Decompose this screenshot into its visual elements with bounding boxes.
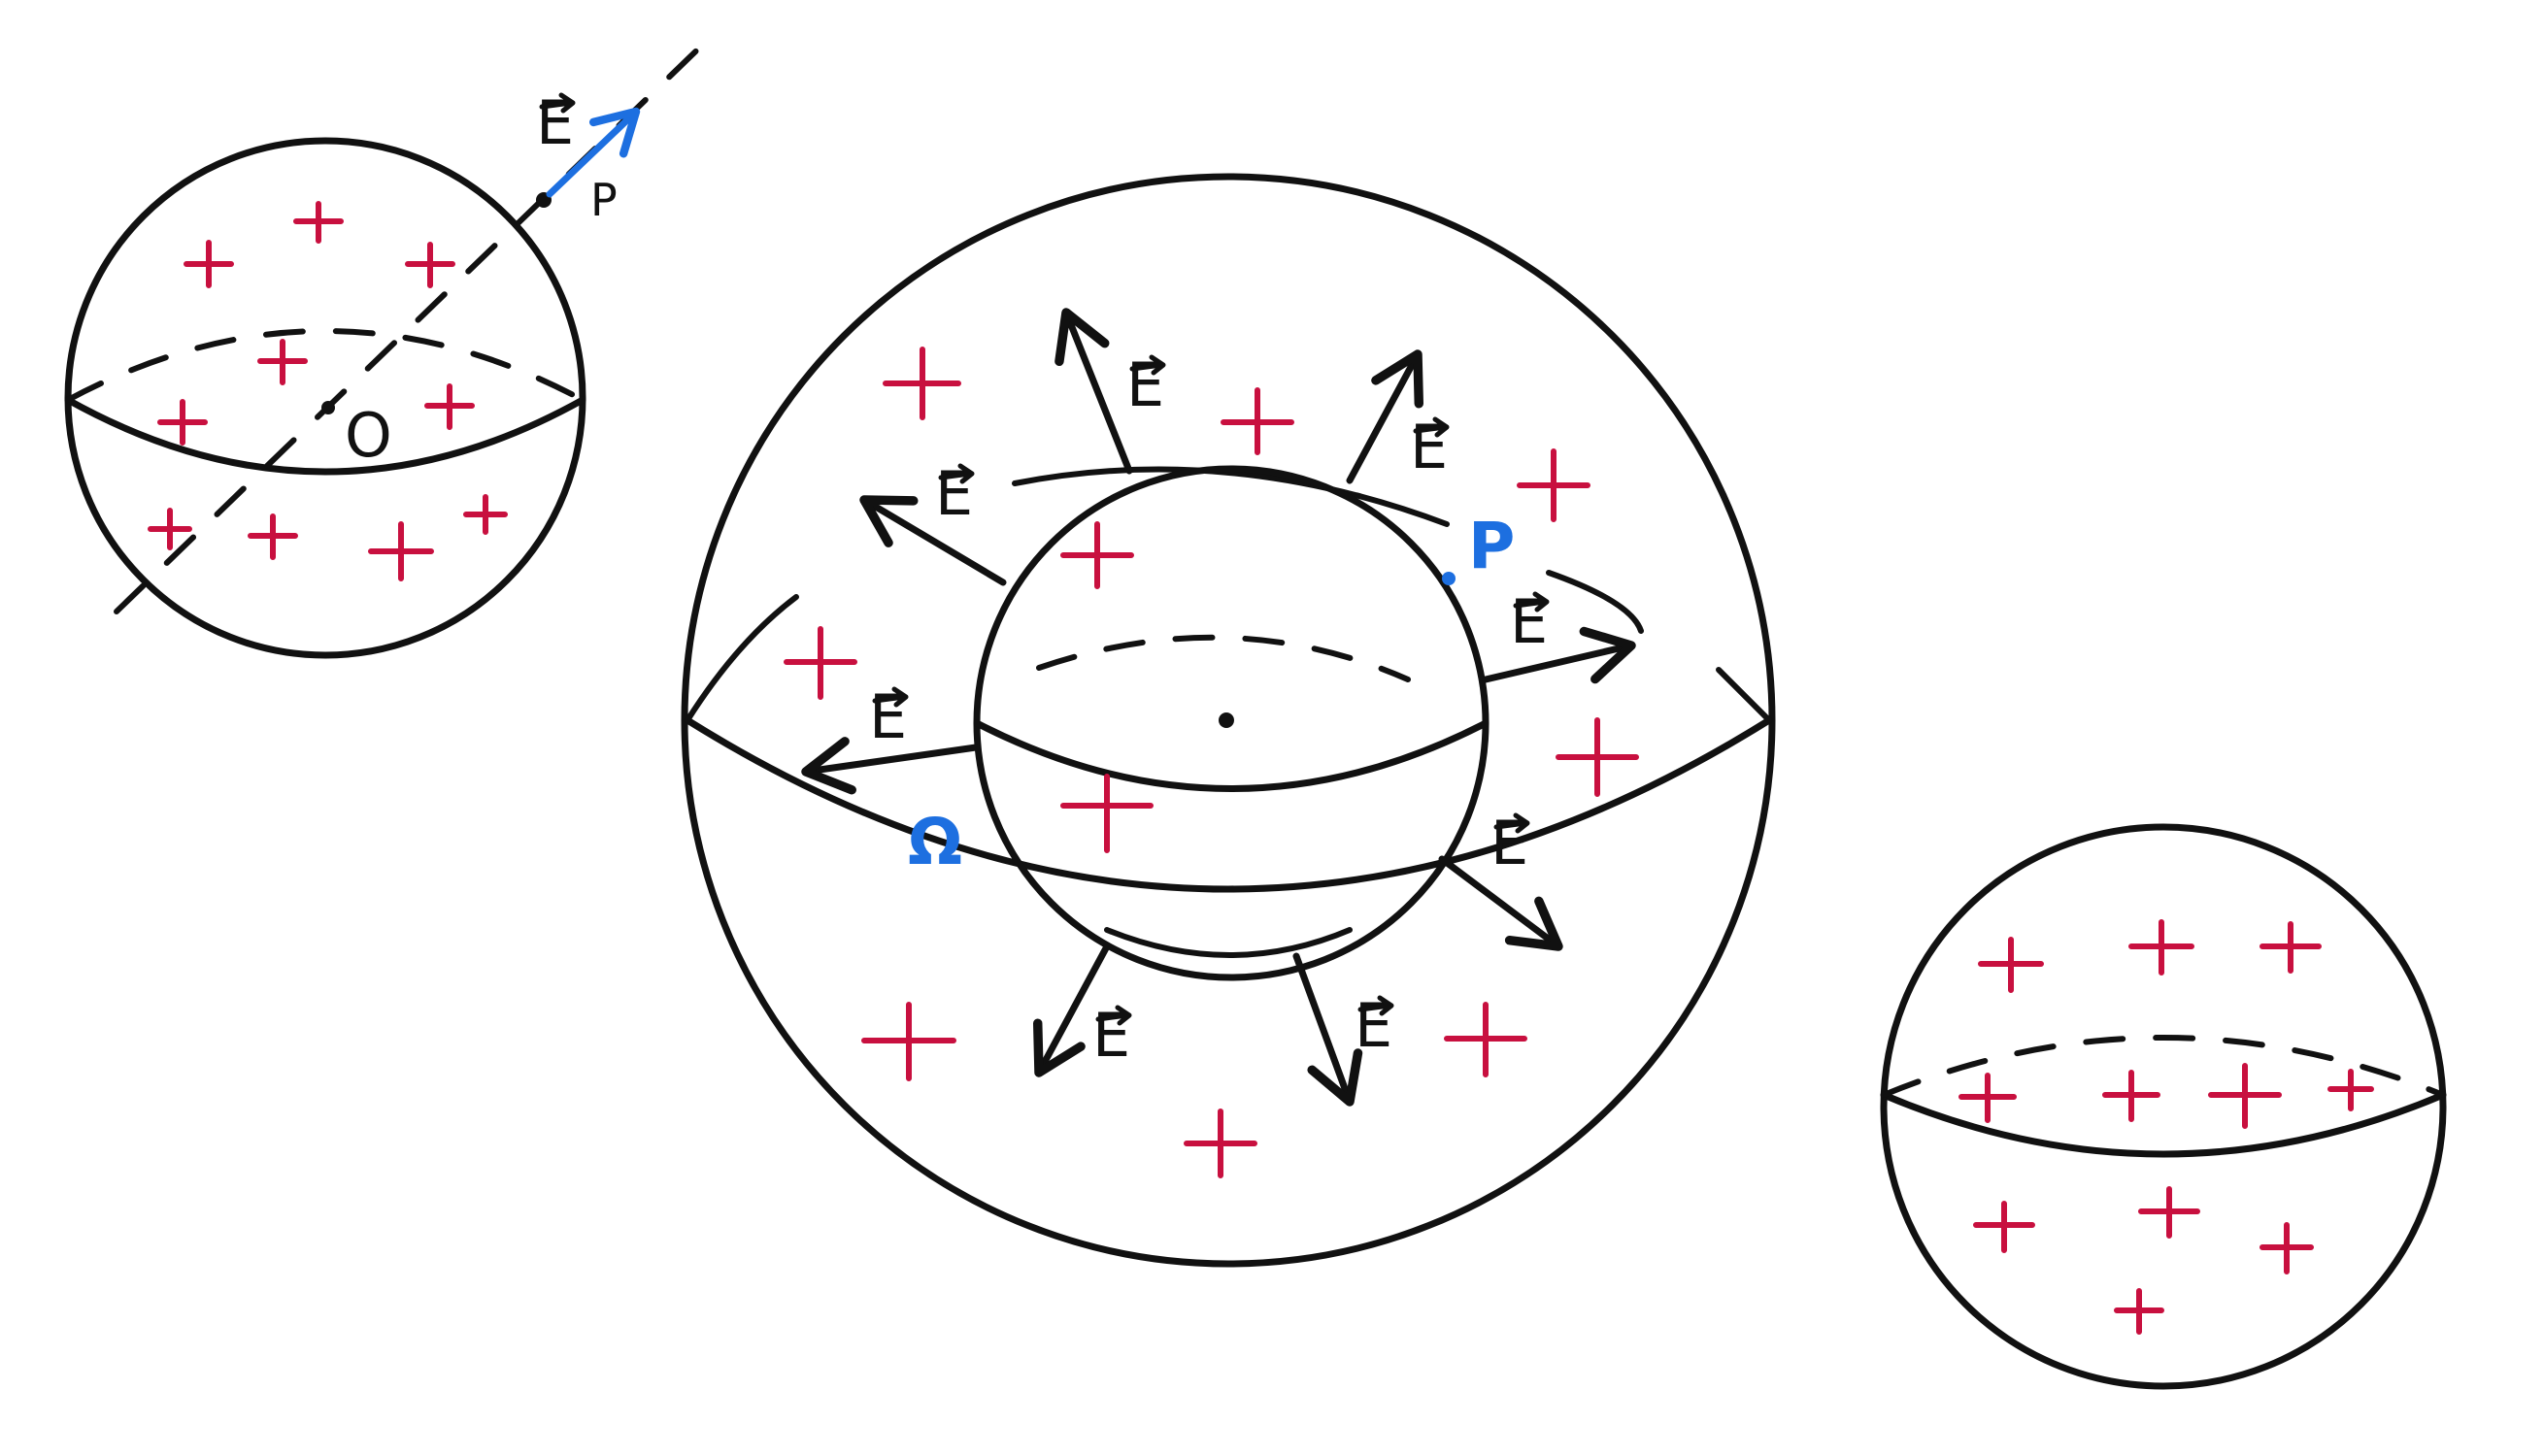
middle-charges [784, 347, 1639, 1178]
middle-outer-equator-back-right [1546, 570, 1644, 634]
left-radial-line [114, 31, 717, 614]
middle-center-dot [1219, 712, 1234, 728]
left-sphere-equator-front [64, 396, 586, 476]
middle-field-arrows [801, 308, 1636, 1107]
middle-outer-equator-back-mid [1012, 466, 1450, 527]
left-sphere-equator-back [65, 328, 586, 403]
left-sphere: O P E [64, 31, 717, 659]
left-center-label: O [345, 400, 392, 471]
gauss-surface-label: Ω [908, 805, 962, 879]
middle-point-p-dot [1442, 572, 1456, 585]
left-point-label: P [590, 174, 618, 226]
right-sphere-equator-front [1880, 1091, 2447, 1158]
left-sphere-outline [64, 137, 586, 659]
middle-sphere: P Ω E E E E E E E E [681, 173, 1776, 1268]
left-charges [148, 201, 508, 581]
middle-inner-equator-front [973, 719, 1490, 792]
middle-outer-equator-back-left [685, 594, 799, 723]
middle-outer-equator-front [684, 716, 1773, 893]
middle-inner-equator-back [1036, 634, 1411, 682]
middle-field-labels: E E E E E E E E [869, 349, 1548, 1071]
right-sphere [1880, 823, 2447, 1390]
right-sphere-outline [1880, 823, 2447, 1390]
middle-inner-bottom-arc [1104, 927, 1353, 958]
right-sphere-equator-back [1881, 1035, 2446, 1098]
middle-point-label: P [1468, 509, 1515, 583]
right-charges [1958, 919, 2374, 1335]
left-center-dot [321, 401, 335, 414]
middle-outer-equator-back-right-end [1716, 667, 1772, 723]
left-field-arrow [546, 107, 641, 198]
